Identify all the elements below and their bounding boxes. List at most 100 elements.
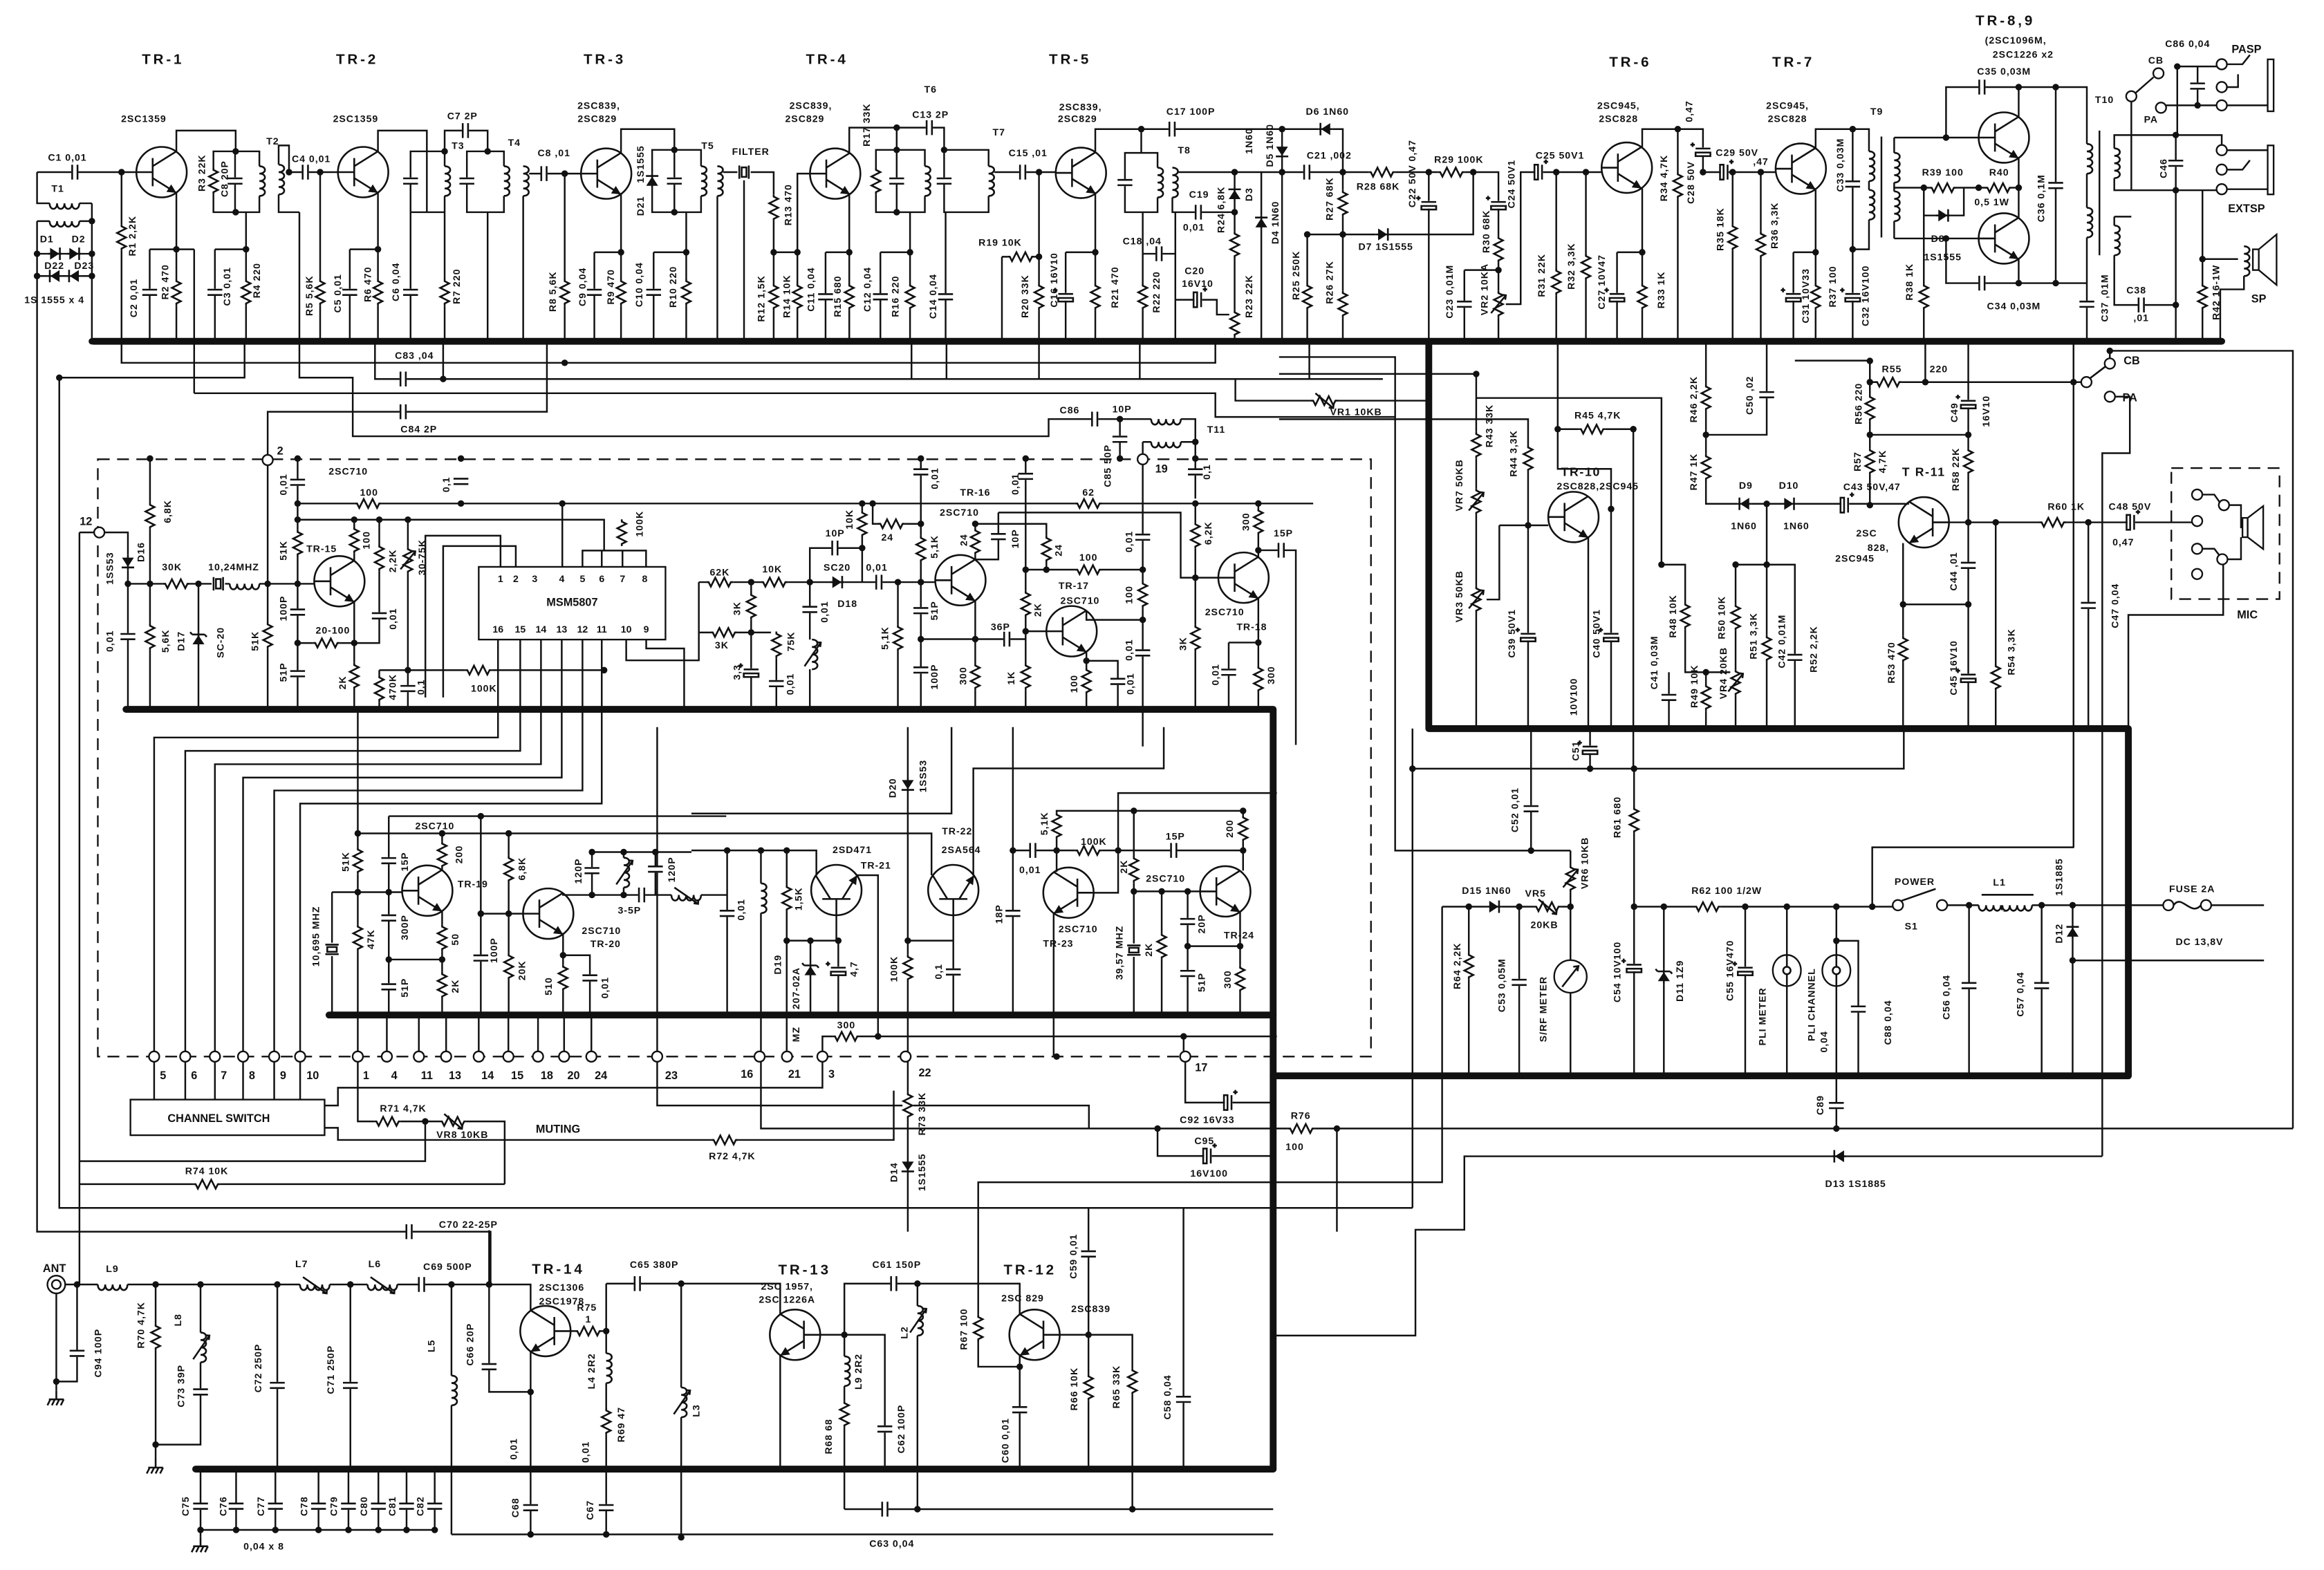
junction-dot — [783, 937, 790, 944]
inductor-symbol — [981, 165, 996, 197]
diode-symbol — [1254, 214, 1270, 231]
junction-dot — [1658, 561, 1665, 568]
junction-dot — [405, 706, 411, 713]
label-c-20p: 20P — [1196, 914, 1207, 933]
junction-dot — [375, 1466, 382, 1473]
capacitor-symbol — [1010, 1405, 1030, 1414]
label-d23: D23 — [74, 260, 94, 271]
label-c-01-c: 0,1 — [1201, 464, 1212, 480]
junction-dot — [1085, 1331, 1092, 1338]
label-c68: C68 — [510, 1497, 521, 1517]
variable-inductor-symbol — [193, 1333, 210, 1363]
junction-dot — [2085, 725, 2092, 732]
label-d6: D6 1N60 — [1305, 106, 1349, 117]
inductor-symbol — [97, 1278, 129, 1291]
junction-dot — [1975, 184, 1982, 191]
tr22-ref: TR-22 — [942, 825, 972, 837]
resistor-symbol — [1074, 563, 1103, 577]
label-c67: C67 — [584, 1500, 595, 1520]
tr1-type: 2SC1359 — [121, 113, 167, 124]
capacitor-symbol — [633, 1273, 642, 1293]
label-r8: R8 5,6K — [547, 271, 558, 312]
junction-dot — [918, 520, 924, 527]
label-r-1k5: 1,5K — [792, 887, 803, 910]
junction-dot — [1674, 126, 1682, 133]
junction-dot — [440, 375, 447, 382]
label-c29: C29 50V — [1716, 147, 1758, 158]
electrolytic-capacitor-symbol — [1485, 195, 1509, 211]
capacitor-symbol — [2076, 299, 2097, 309]
label-c88: C88 0,04 — [1882, 1000, 1893, 1045]
tr5-ref: TR-5 — [1049, 51, 1091, 67]
junction-dot — [1613, 337, 1621, 345]
junction-dot — [173, 245, 180, 253]
junction-dot — [1465, 903, 1472, 910]
tr10-type: 2SC828,2SC945 — [1556, 480, 1639, 492]
microphone-icon — [2241, 504, 2265, 551]
resistor-symbol — [557, 963, 570, 993]
capacitor-symbol — [1079, 1249, 1099, 1259]
label-c47: C47 0,04 — [2110, 583, 2121, 628]
junction-dot — [1790, 337, 1797, 345]
label-c2: C2 0,01 — [128, 279, 139, 317]
pli-meter-lamp-icon — [1772, 954, 1802, 987]
junction-dot — [375, 706, 383, 713]
inductor-symbol — [48, 214, 80, 228]
junction-dot — [1964, 601, 1972, 608]
label-c27: C27 10V47 — [1596, 254, 1607, 310]
label-d19-type: 207-02A — [790, 967, 801, 1009]
junction-dot — [1255, 547, 1262, 554]
label-c-300p: 300P — [399, 915, 410, 940]
label-cb-audio: CB — [2148, 55, 2164, 66]
label-c86-synth: C86 — [1060, 404, 1080, 415]
junction-dot — [918, 455, 924, 462]
resistor-symbol — [1127, 855, 1140, 884]
label-c86-synth-value: 10P — [1113, 403, 1132, 414]
diode-symbol — [1831, 1148, 1848, 1164]
tr4-ref: TR-4 — [806, 51, 848, 67]
junction-dot — [914, 1280, 921, 1287]
label-r31: R31 22K — [1536, 254, 1547, 297]
inductor-symbol — [445, 1374, 458, 1407]
junction-dot — [1812, 249, 1819, 256]
junction-dot — [2083, 337, 2090, 345]
inductor-symbol — [1151, 167, 1164, 198]
junction-dot — [1092, 337, 1099, 345]
label-c-001-f: 0,01 — [784, 673, 795, 695]
junction-dot — [405, 666, 411, 674]
junction-dot — [949, 1011, 957, 1018]
diode-symbol — [828, 574, 846, 590]
tr20-type: 2SC710 — [582, 925, 621, 936]
label-r5: R5 5,6K — [304, 275, 315, 316]
junction-dot — [1586, 765, 1594, 772]
label-t3: T3 — [452, 140, 464, 151]
transistor-tr13 — [769, 1309, 821, 1361]
label-r28: R28 68K — [1357, 181, 1400, 192]
variable-inductor-symbol — [804, 639, 821, 669]
junction-dot — [841, 1331, 848, 1338]
label-r-6k2: 6,2K — [1202, 521, 1214, 545]
label-l8: L8 — [172, 1314, 183, 1326]
variable-inductor-symbol — [368, 1277, 398, 1293]
label-c9: C9 0,04 — [577, 268, 588, 306]
inductor-symbol — [1165, 167, 1180, 198]
transistor-tr10 — [1547, 491, 1600, 543]
diode-symbol — [2065, 923, 2081, 941]
inductor-symbol — [2080, 142, 2094, 175]
label-c75-82-value: 0,04 x 8 — [243, 1541, 284, 1552]
label-l6: L6 — [369, 1258, 381, 1269]
label-c-001-e: 0,01 — [819, 601, 830, 622]
junction-dot — [383, 1011, 391, 1018]
junction-dot — [1922, 379, 1929, 386]
capacitor-symbol — [140, 288, 160, 297]
junction-dot — [232, 209, 239, 216]
terminal-label-15: 15 — [511, 1069, 523, 1082]
label-c94: C94 100P — [92, 1329, 103, 1378]
label-c12: C12 0,04 — [862, 267, 873, 312]
variable-resistor-symbol — [440, 1114, 467, 1128]
label-c77: C77 — [255, 1496, 266, 1516]
junction-dot — [783, 847, 790, 854]
tr11-type-a: 2SC — [1856, 527, 1877, 539]
label-r48: R48 10K — [1667, 595, 1678, 638]
terminal-9 — [268, 1050, 281, 1063]
